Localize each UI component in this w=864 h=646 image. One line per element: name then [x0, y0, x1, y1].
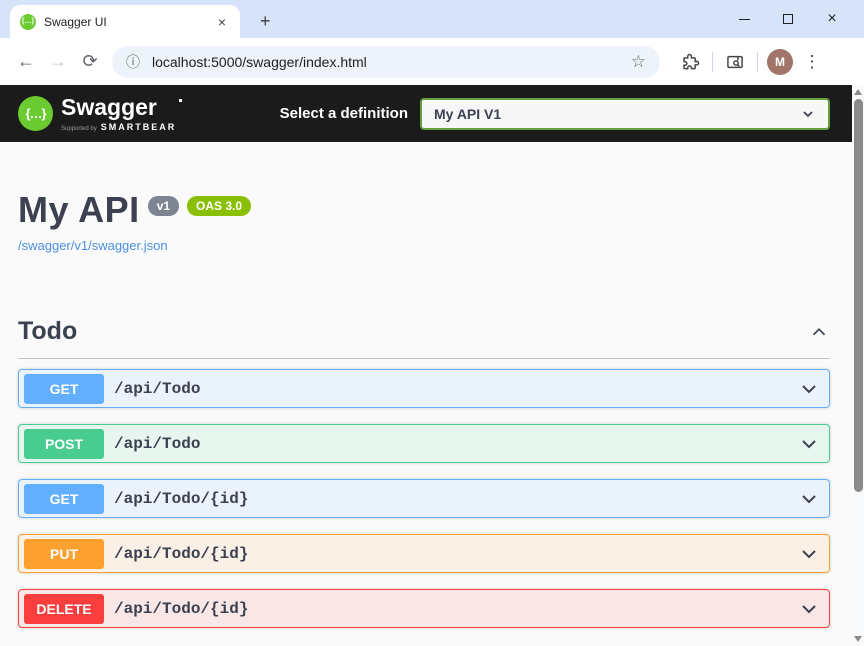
http-method-badge: PUT: [24, 538, 104, 569]
tag-section-header[interactable]: Todo: [18, 317, 830, 359]
minimize-icon: [738, 18, 750, 20]
definition-select[interactable]: My API V1: [420, 97, 830, 130]
new-tab-button[interactable]: +: [260, 11, 271, 31]
spec-json-link[interactable]: /swagger/v1/swagger.json: [18, 238, 168, 253]
maximize-icon: [783, 14, 793, 24]
chevron-down-icon[interactable]: [797, 597, 821, 621]
window-controls: ×: [722, 6, 854, 32]
window-close-button[interactable]: ×: [810, 6, 854, 32]
oas-badge: OAS 3.0: [187, 196, 252, 216]
smartbear-byline: Supported by SMARTBEAR: [61, 122, 176, 132]
forward-button: →: [49, 51, 67, 71]
maximize-button[interactable]: [766, 6, 810, 32]
endpoint-path: /api/Todo/{id}: [114, 489, 249, 508]
api-title: My API: [18, 189, 140, 230]
tag-section-title: Todo: [18, 317, 78, 345]
http-method-badge: GET: [24, 483, 104, 514]
browser-menu-icon[interactable]: ⋮: [803, 51, 821, 71]
address-bar[interactable]: ⓘ localhost:5000/swagger/index.html ☆: [112, 45, 660, 78]
http-method-badge: POST: [24, 428, 104, 459]
side-panel-search-icon[interactable]: [719, 46, 751, 78]
tab-title: Swagger UI: [44, 14, 107, 29]
version-badge: v1: [147, 196, 180, 216]
chevron-down-icon[interactable]: [797, 432, 821, 456]
profile-avatar[interactable]: M: [764, 46, 796, 78]
window-close-icon: ×: [827, 10, 837, 27]
site-info-icon[interactable]: ⓘ: [126, 53, 140, 70]
smartbear-brand: SMARTBEAR: [100, 121, 177, 132]
bookmark-star-icon[interactable]: ☆: [630, 51, 646, 71]
back-button[interactable]: ←: [17, 51, 35, 71]
endpoint-path: /api/Todo: [114, 379, 201, 398]
toolbar-separator: [757, 51, 758, 72]
endpoint-row[interactable]: DELETE /api/Todo/{id}: [18, 589, 830, 628]
scrollbar-up-arrow-icon[interactable]: [854, 89, 862, 95]
browser-tab[interactable]: {…} Swagger UI ×: [10, 5, 240, 38]
swagger-favicon-icon: {…}: [20, 13, 36, 30]
definition-selector-area: Select a definition My API V1: [279, 97, 830, 130]
tab-close-icon[interactable]: ×: [217, 13, 226, 30]
browser-tab-strip: {…} Swagger UI × + ×: [0, 0, 864, 38]
swagger-topbar: {…} Swagger Supported by SMARTBEAR Selec…: [0, 85, 864, 142]
endpoint-row[interactable]: PUT /api/Todo/{id}: [18, 534, 830, 573]
chevron-down-icon[interactable]: [797, 487, 821, 511]
reload-button[interactable]: ⟳: [82, 51, 98, 71]
endpoint-path: /api/Todo/{id}: [114, 544, 249, 563]
supported-by-label: Supported by: [61, 125, 97, 132]
endpoint-list: GET /api/Todo POST /api/Todo GET /api/To…: [18, 369, 830, 628]
swagger-logo[interactable]: {…} Swagger Supported by SMARTBEAR: [18, 95, 183, 132]
api-header: My API v1 OAS 3.0: [18, 192, 830, 228]
extensions-icon[interactable]: [674, 46, 706, 78]
minimize-button[interactable]: [722, 6, 766, 32]
url-text[interactable]: localhost:5000/swagger/index.html: [152, 53, 367, 70]
chevron-down-icon[interactable]: [797, 542, 821, 566]
swagger-wordmark: Swagger: [61, 95, 183, 119]
scrollbar-thumb[interactable]: [853, 99, 863, 492]
endpoint-path: /api/Todo: [114, 434, 201, 453]
avatar-initial: M: [767, 48, 793, 75]
browser-toolbar: ← → ⟳ ⓘ localhost:5000/swagger/index.htm…: [0, 38, 864, 85]
toolbar-separator: [712, 51, 713, 72]
swagger-main: My API v1 OAS 3.0 /swagger/v1/swagger.js…: [0, 142, 864, 628]
chevron-down-icon[interactable]: [797, 377, 821, 401]
chevron-up-icon[interactable]: [808, 321, 830, 343]
endpoint-row[interactable]: GET /api/Todo: [18, 369, 830, 408]
selected-definition: My API V1: [434, 105, 502, 122]
endpoint-row[interactable]: POST /api/Todo: [18, 424, 830, 463]
select-definition-label: Select a definition: [279, 105, 408, 122]
endpoint-path: /api/Todo/{id}: [114, 599, 249, 618]
scrollbar-down-arrow-icon[interactable]: [854, 636, 862, 642]
swagger-logo-icon: {…}: [18, 96, 53, 131]
page-scrollbar[interactable]: [852, 85, 864, 646]
http-method-badge: DELETE: [24, 593, 104, 624]
http-method-badge: GET: [24, 373, 104, 404]
endpoint-row[interactable]: GET /api/Todo/{id}: [18, 479, 830, 518]
chevron-down-icon: [803, 110, 813, 117]
